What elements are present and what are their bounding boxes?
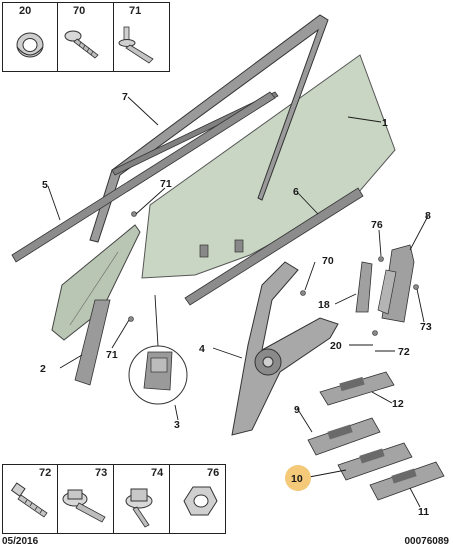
callout-70: 70 [322, 255, 334, 267]
hex-bolt-washer-icon [125, 488, 153, 528]
legend-ref-73: 73 [95, 467, 108, 479]
legend-ref-70: 70 [73, 5, 86, 17]
bolt-icon [10, 482, 48, 518]
switch-panel-12 [319, 371, 395, 406]
hex-nut-icon [183, 486, 218, 516]
rear-guide-channel [74, 299, 111, 386]
outer-belt-strip [11, 91, 276, 263]
callout-1: 1 [382, 117, 388, 129]
flange-bolt-icon [62, 489, 106, 523]
callout-18: 18 [318, 299, 330, 311]
inner-belt-strip [184, 187, 364, 306]
callout-8: 8 [425, 210, 431, 222]
window-guide-18 [355, 261, 373, 313]
callout-7: 7 [122, 91, 128, 103]
footer-code: 00076089 [404, 536, 450, 547]
leader-lines [47, 96, 429, 508]
callout-6: 6 [293, 186, 299, 198]
rivet-icon [118, 26, 154, 64]
callout-10-highlight [285, 465, 311, 491]
window-frame-seal [89, 14, 329, 243]
callout-73: 73 [420, 321, 432, 333]
motor-leader [154, 294, 159, 347]
callout-9: 9 [294, 404, 300, 416]
callout-10: 10 [291, 473, 303, 485]
footer-date: 05/2016 [2, 536, 39, 547]
callout-72: 72 [398, 346, 410, 358]
legend-ref-71: 71 [129, 5, 142, 17]
legend-ref-20: 20 [19, 5, 32, 17]
fastener-legend-top: 20 70 71 [2, 2, 170, 72]
callout-12: 12 [392, 398, 404, 410]
callout-11: 11 [418, 506, 429, 518]
callout-71-top: 71 [160, 178, 172, 190]
legend-ref-76: 76 [207, 467, 220, 479]
callout-20: 20 [330, 340, 342, 352]
quarter-glass [51, 224, 141, 341]
callout-5: 5 [42, 179, 48, 191]
switch-panel-9 [307, 417, 381, 456]
grommet-icon [16, 32, 44, 58]
callout-4: 4 [199, 343, 205, 355]
callout-3: 3 [174, 419, 180, 431]
callout-2: 2 [40, 363, 46, 375]
callout-76: 76 [371, 219, 383, 231]
legend-ref-72: 72 [39, 467, 52, 479]
callout-71-bottom: 71 [106, 349, 118, 361]
fastener-legend-bottom: 72 73 74 76 [2, 464, 226, 534]
window-regulator [231, 261, 339, 436]
legend-ref-74: 74 [151, 467, 164, 479]
screw-icon [64, 30, 99, 59]
